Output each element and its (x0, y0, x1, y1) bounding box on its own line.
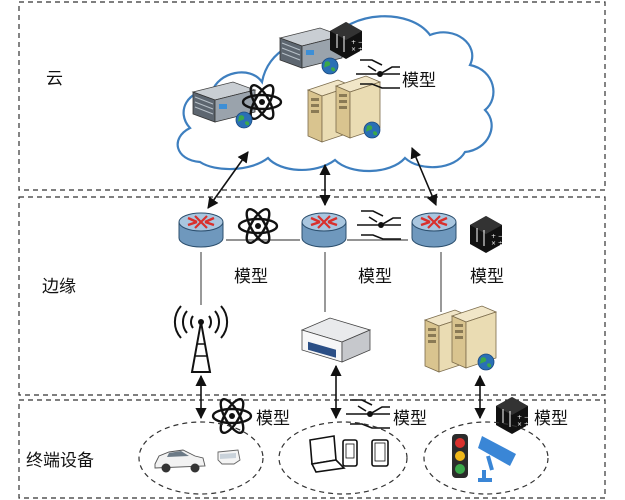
globe-icon (321, 57, 339, 75)
model-label-terminal-cube: 模型 (534, 409, 568, 429)
antenna-icon (173, 305, 229, 373)
model-label-edge-atom: 模型 (234, 267, 268, 287)
switch-model-icon (356, 210, 402, 240)
traffic-group (423, 421, 549, 495)
switch-model-icon (345, 399, 391, 429)
terminal-layer-box (18, 399, 606, 499)
edge-layer-box (18, 196, 606, 396)
router-icon (410, 211, 458, 249)
laptop-icon (309, 435, 346, 473)
phone-icon (342, 439, 358, 467)
router-icon (300, 211, 348, 249)
calculator-cube-icon (495, 396, 530, 435)
cloud-edge-arrows (207, 146, 438, 209)
cloud-layer-box (18, 1, 606, 191)
tablet-icon (371, 439, 389, 467)
layer-label-terminal: 终端设备 (26, 451, 94, 471)
calculator-cube-icon (469, 215, 504, 254)
model-label-edge-switch: 模型 (358, 267, 392, 287)
model-label-terminal-switch: 模型 (393, 409, 427, 429)
globe-icon (363, 121, 381, 139)
model-label-edge-cube: 模型 (470, 267, 504, 287)
gateway-box-icon (300, 317, 372, 363)
layer-label-edge: 边缘 (42, 277, 76, 297)
surveillance-camera-icon (478, 436, 516, 482)
model-label-terminal-atom: 模型 (256, 409, 290, 429)
traffic-light-icon (452, 434, 468, 478)
terminal-groups (138, 421, 549, 495)
model-label-cloud: 模型 (402, 71, 436, 91)
car-icon (154, 449, 206, 473)
atom-icon (211, 394, 253, 438)
vehicle-group (138, 421, 264, 495)
mobile-group (278, 421, 408, 495)
edge-links (200, 239, 442, 312)
router-icon (177, 211, 225, 249)
layer-label-cloud: 云 (46, 69, 63, 89)
globe-icon (235, 111, 253, 129)
edge-terminal-arrows (195, 364, 486, 420)
globe-icon (477, 353, 495, 371)
layer-separators (18, 1, 606, 499)
vr-headset-icon (217, 449, 241, 465)
